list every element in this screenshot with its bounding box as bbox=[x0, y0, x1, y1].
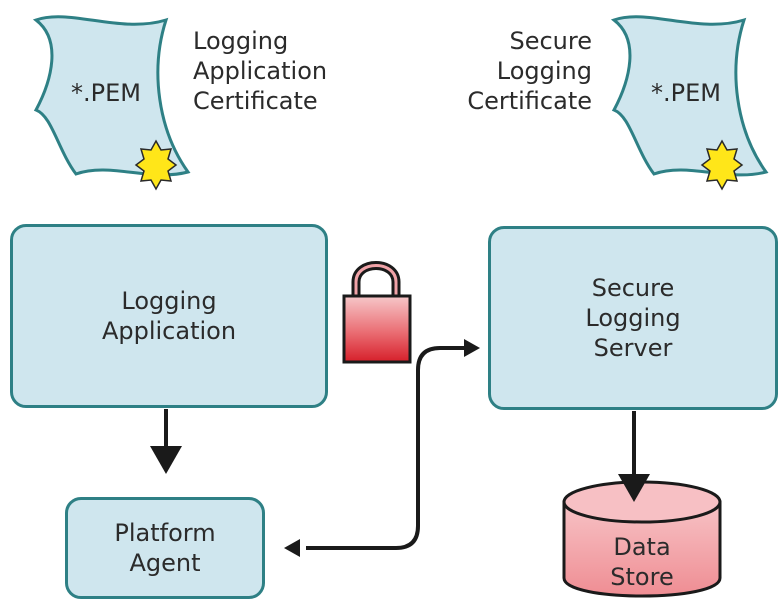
padlock-icon bbox=[342, 261, 412, 364]
data-store-label: Data Store bbox=[610, 533, 674, 591]
seal-starburst-icon bbox=[134, 139, 178, 191]
left-certificate-icon bbox=[32, 15, 191, 191]
left-certificate-file-label: *.PEM bbox=[71, 79, 141, 107]
secure-logging-server-box: Secure Logging Server bbox=[488, 226, 778, 410]
seal-starburst-icon bbox=[700, 139, 744, 191]
data-store-cylinder bbox=[562, 480, 722, 598]
logging-application-box: Logging Application bbox=[10, 224, 328, 408]
platform-agent-box: Platform Agent bbox=[65, 497, 265, 599]
right-certificate-caption: Secure Logging Certificate bbox=[467, 27, 592, 115]
left-certificate-caption: Logging Application Certificate bbox=[193, 27, 328, 115]
arrowhead-to-server bbox=[464, 339, 480, 357]
right-certificate-icon bbox=[610, 15, 769, 191]
agent-server-connection-line bbox=[306, 346, 466, 550]
arrowhead-to-agent bbox=[284, 539, 300, 557]
right-certificate-file-label: *.PEM bbox=[651, 79, 721, 107]
